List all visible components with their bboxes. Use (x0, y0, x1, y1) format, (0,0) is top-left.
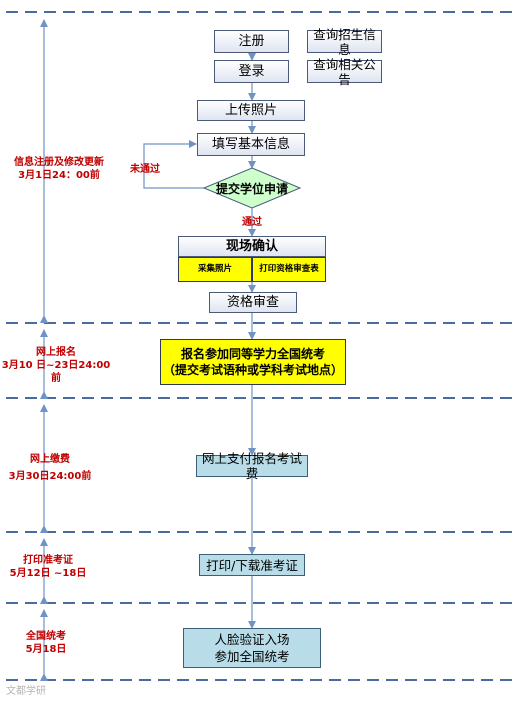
decision-diamond (202, 167, 302, 209)
stage1-label: 信息注册及修改更新 3月1日24：00前 (4, 156, 114, 182)
exam-signup-box: 报名参加同等学力全国统考 （提交考试语种或学科考试地点） (160, 339, 346, 385)
stage5-date: 5月18日 (25, 644, 67, 655)
exam-signup-line2: （提交考试语种或学科考试地点） (162, 363, 343, 377)
stage4-title: 打印准考证 (23, 555, 73, 566)
passed-label: 通过 (242, 217, 262, 228)
stage1-date: 3月1日24：00前 (18, 170, 100, 181)
stage1-title: 信息注册及修改更新 (14, 157, 104, 168)
exam-signup-line1: 报名参加同等学力全国统考 (180, 347, 325, 361)
stage5-label: 全国统考 5月18日 (0, 630, 92, 656)
face-verify-box: 人脸验证入场 参加全国统考 (183, 628, 321, 668)
face-verify-line1: 人脸验证入场 (214, 632, 290, 647)
face-verify-line2: 参加全国统考 (214, 649, 290, 664)
submit-application-label: 提交学位申请 (215, 182, 288, 196)
query-notice-box: 查询相关公告 (307, 57, 382, 87)
flow-connectors (143, 53, 256, 629)
stage3-date: 3月30日24:00前 (8, 471, 92, 482)
stage2-date: 3月10 日~23日24:00前 (1, 360, 111, 384)
watermark: 文都学研 (6, 686, 46, 697)
print-ticket-box: 打印/下载准考证 (199, 554, 305, 576)
stage3-label: 网上缴费 3月30日24:00前 (0, 453, 100, 483)
stage4-label: 打印准考证 5月12日 ~18日 (0, 554, 96, 580)
collect-photo-box: 采集照片 (178, 257, 252, 282)
fill-info-box: 填写基本信息 (197, 133, 305, 156)
onsite-confirm-box: 现场确认 (178, 236, 326, 257)
stage2-title: 网上报名 (36, 347, 76, 358)
stage-separators (6, 11, 512, 681)
print-form-box: 打印资格审查表 (252, 257, 326, 282)
stage3-title: 网上缴费 (30, 454, 70, 465)
login-box: 登录 (214, 60, 289, 83)
register-box: 注册 (214, 30, 289, 53)
stage2-label: 网上报名 3月10 日~23日24:00前 (0, 346, 112, 385)
query-admission-box: 查询招生信息 (307, 27, 382, 57)
not-passed-label: 未通过 (130, 164, 160, 175)
upload-photo-box: 上传照片 (197, 100, 305, 121)
online-payment-box: 网上支付报名考试费 (196, 451, 308, 481)
reject-loop-arrow (143, 140, 204, 189)
stage5-title: 全国统考 (26, 631, 66, 642)
qualification-review-box: 资格审查 (209, 292, 297, 313)
stage4-date: 5月12日 ~18日 (9, 568, 87, 579)
